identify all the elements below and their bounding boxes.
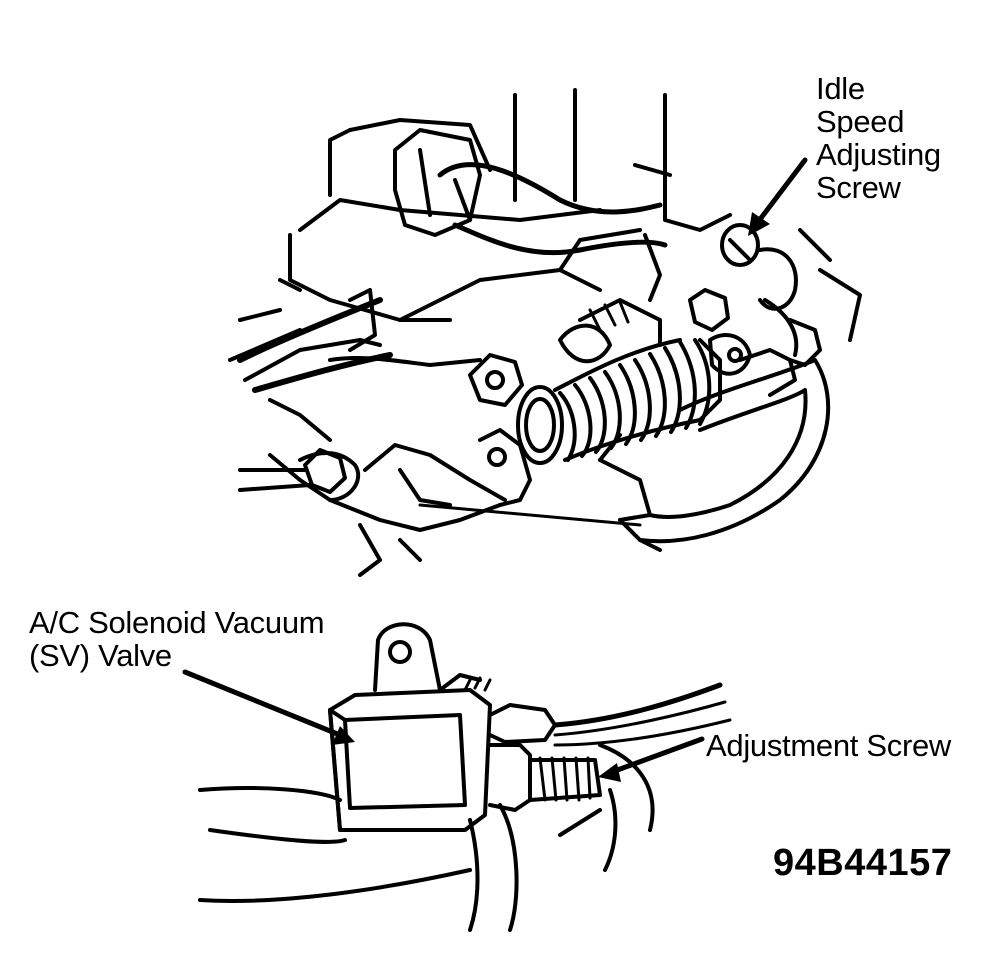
idle-screw-arrow	[748, 157, 808, 236]
idle-label-line-3: Adjusting	[816, 137, 941, 172]
mounting-bracket	[373, 622, 482, 692]
rod-nut	[238, 448, 347, 494]
idle-label-line-4: Screw	[816, 170, 901, 205]
curved-bracket	[598, 358, 831, 552]
valve-connector	[463, 676, 732, 747]
idle-label-line-2: Speed	[816, 104, 905, 139]
linkage-wire	[418, 503, 642, 527]
adjustment-screw-label: Adjustment Screw	[706, 728, 952, 763]
adjuster-thread	[488, 743, 602, 812]
figure-code: 94B44157	[773, 842, 953, 884]
solenoid-label-line-1: A/C Solenoid Vacuum	[29, 605, 325, 640]
linkage-rods	[237, 297, 482, 442]
valve-body	[328, 688, 492, 832]
solenoid-arrow	[182, 669, 355, 745]
upper-hose	[393, 128, 668, 256]
throttle-stop	[558, 223, 822, 397]
idle-speed-screw-label: Idle Speed Adjusting Screw	[816, 72, 941, 204]
solenoid-label-line-2: (SV) Valve	[29, 638, 172, 673]
adjustment-screw-arrow	[598, 736, 705, 782]
return-spring	[516, 338, 722, 465]
idle-label-line-1: Idle	[816, 71, 865, 106]
hex-nut	[468, 353, 524, 407]
solenoid-valve-label: A/C Solenoid Vacuum (SV) Valve	[29, 605, 325, 673]
vacuum-hoses	[198, 743, 655, 932]
throttle-lever	[268, 428, 532, 577]
